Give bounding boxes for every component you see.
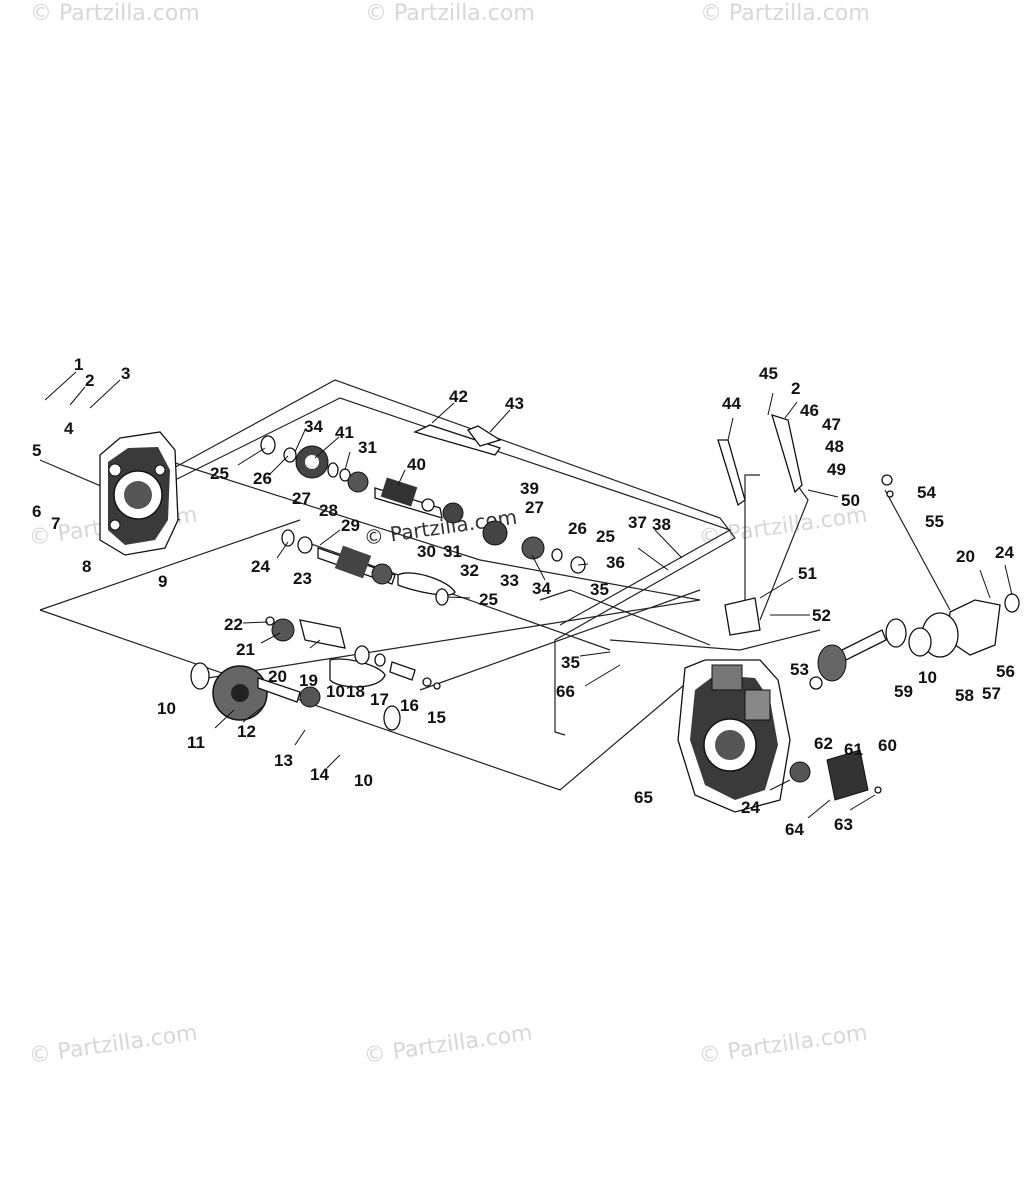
callout-35b: 35 [561,653,580,672]
callout-24: 24 [251,557,270,576]
left-case-housing [99,431,179,556]
callout-10: 10 [326,682,345,701]
callout-49: 49 [827,460,846,479]
callout-23: 23 [293,569,312,588]
callout-46: 46 [800,401,819,420]
callout-26: 26 [253,469,272,488]
callout-1: 1 [74,355,83,374]
callout-65: 65 [634,788,653,807]
callout-24b: 24 [995,543,1014,562]
callout-48: 48 [825,437,844,456]
leader-lines [44,371,1013,819]
callout-3: 3 [121,364,130,383]
callout-58: 58 [955,686,974,705]
callout-41: 41 [335,423,354,442]
callout-11: 11 [187,733,205,752]
callout-15: 15 [427,708,446,727]
callout-2: 2 [85,371,94,390]
callout-4: 4 [64,419,74,438]
callout-28: 28 [319,501,338,520]
callout-53: 53 [790,660,809,679]
callout-16: 16 [400,696,419,715]
lower-shaft-parts [190,616,441,731]
callout-21: 21 [236,640,255,659]
callout-2b: 2 [791,379,800,398]
callout-45: 45 [759,364,778,383]
right-side-parts [717,414,1020,801]
watermark-bottom-left: © Partzilla.com [27,1021,199,1069]
callout-31: 31 [358,438,377,457]
callout-63: 63 [834,815,853,834]
callout-33: 33 [500,571,519,590]
callout-12: 12 [237,722,256,741]
callout-59: 59 [894,682,913,701]
watermark-top-left: © Partzilla.com [30,1,200,26]
callout-37: 37 [628,513,647,532]
callout-20: 20 [268,667,287,686]
watermark-bottom-right: © Partzilla.com [697,1021,869,1069]
watermark-bottom-center: © Partzilla.com [362,1021,534,1069]
callout-32: 32 [460,561,479,580]
callout-51: 51 [798,564,817,583]
callout-34: 34 [304,417,323,436]
callout-55: 55 [925,512,944,531]
callout-22: 22 [224,615,243,634]
callout-43: 43 [505,394,524,413]
callout-57: 57 [982,684,1001,703]
callout-13: 13 [274,751,293,770]
upper-shaft-parts [260,424,586,574]
callout-38: 38 [652,515,671,534]
watermark-top-center: © Partzilla.com [365,1,535,26]
callout-54: 54 [917,483,936,502]
callout-25b: 25 [596,527,615,546]
right-case-housing [677,659,791,813]
callout-20b: 20 [956,547,975,566]
callout-6: 6 [32,502,41,521]
callout-31b: 31 [443,542,462,561]
callout-30: 30 [417,542,436,561]
callout-50: 50 [841,491,860,510]
callout-60: 60 [878,736,897,755]
callout-25c: 25 [479,590,498,609]
callout-18: 18 [346,682,365,701]
callout-8: 8 [82,557,91,576]
callout-27: 27 [292,489,311,508]
callout-34b: 34 [532,579,551,598]
callout-40: 40 [407,455,426,474]
callout-10b: 10 [157,699,176,718]
callout-7: 7 [51,514,60,533]
callout-9: 9 [158,572,167,591]
callout-62: 62 [814,734,833,753]
callout-66: 66 [556,682,575,701]
callouts: 1 2 3 4 5 6 7 8 9 25 26 34 27 41 31 28 4… [32,355,1015,839]
callout-35: 35 [590,580,609,599]
callout-17: 17 [370,690,389,709]
callout-61: 61 [844,740,863,759]
callout-25: 25 [210,464,229,483]
watermark-top-right: © Partzilla.com [700,1,870,26]
middle-shaft-parts [281,529,456,606]
callout-14: 14 [310,765,329,784]
callout-10c: 10 [354,771,373,790]
callout-47: 47 [822,415,841,434]
callout-24c: 24 [741,798,760,817]
callout-52: 52 [812,606,831,625]
callout-39: 39 [520,479,539,498]
callout-29: 29 [341,516,360,535]
callout-26b: 26 [568,519,587,538]
callout-36: 36 [606,553,625,572]
callout-5: 5 [32,441,41,460]
callout-10d: 10 [918,668,937,687]
callout-56: 56 [996,662,1015,681]
callout-19: 19 [299,671,318,690]
callout-27b: 27 [525,498,544,517]
callout-64: 64 [785,820,804,839]
callout-44: 44 [722,394,741,413]
callout-42: 42 [449,387,468,406]
